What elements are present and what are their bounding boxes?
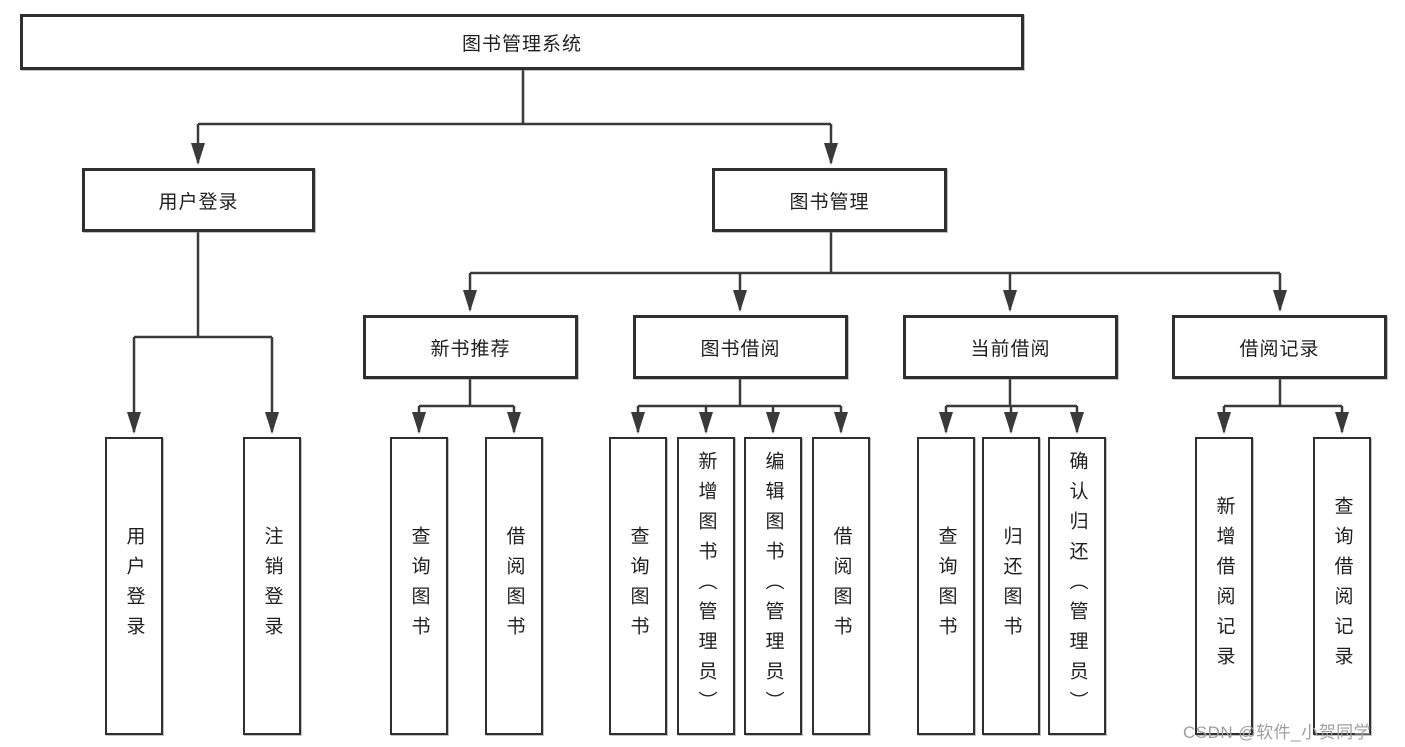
leaf-br-query-record-label: 查询借阅记录 xyxy=(1331,496,1353,676)
leaf-bb-query-books: 查询图书 xyxy=(609,437,667,735)
leaf-br-query-record: 查询借阅记录 xyxy=(1313,437,1371,735)
leaf-bb-query-books-label: 查询图书 xyxy=(627,526,649,646)
leaf-cb-confirm-return-admin: 确认归还（管理员） xyxy=(1048,437,1106,735)
connector-new-book-stem xyxy=(419,379,514,408)
connector-borrow-records-stem xyxy=(1224,379,1342,408)
connector-book-borrow-stem xyxy=(638,379,841,408)
connector-root-stem xyxy=(198,70,831,126)
leaf-bb-borrow-books-label: 借阅图书 xyxy=(830,526,852,646)
leaf-nb-query-books-label: 查询图书 xyxy=(408,526,430,646)
leaf-logout: 注销登录 xyxy=(243,437,301,735)
node-book-borrow-label: 图书借阅 xyxy=(700,338,781,360)
leaf-cb-confirm-return-admin-label: 确认归还（管理员） xyxy=(1066,451,1088,721)
node-book-management: 图书管理 xyxy=(712,168,947,232)
node-current-borrow-label: 当前借阅 xyxy=(970,338,1051,360)
node-current-borrow: 当前借阅 xyxy=(903,315,1118,379)
leaf-cb-query-books-label: 查询图书 xyxy=(935,526,957,646)
node-borrow-records: 借阅记录 xyxy=(1172,315,1387,379)
node-book-borrow: 图书借阅 xyxy=(633,315,848,379)
node-user-login-label: 用户登录 xyxy=(158,191,239,213)
leaf-bb-add-books-admin-label: 新增图书（管理员） xyxy=(695,451,717,721)
node-book-management-label: 图书管理 xyxy=(789,191,870,213)
node-borrow-records-label: 借阅记录 xyxy=(1239,338,1320,360)
leaf-cb-return-books-label: 归还图书 xyxy=(1000,526,1022,646)
csdn-watermark: CSDN @软件_小贺同学 xyxy=(1183,723,1372,742)
leaf-cb-query-books: 查询图书 xyxy=(917,437,975,735)
connector-current-borrow-stem xyxy=(946,379,1077,408)
leaf-nb-borrow-books: 借阅图书 xyxy=(485,437,543,735)
leaf-logout-label: 注销登录 xyxy=(261,526,283,646)
node-new-book-recommend-label: 新书推荐 xyxy=(430,338,511,360)
node-user-login: 用户登录 xyxy=(82,168,315,232)
leaf-bb-edit-books-admin: 编辑图书（管理员） xyxy=(744,437,802,735)
connector-user-login-stem xyxy=(134,232,272,339)
node-root-label: 图书管理系统 xyxy=(461,33,582,55)
leaf-user-login: 用户登录 xyxy=(105,437,163,735)
node-root: 图书管理系统 xyxy=(20,14,1024,70)
leaf-cb-return-books: 归还图书 xyxy=(982,437,1040,735)
leaf-bb-add-books-admin: 新增图书（管理员） xyxy=(677,437,735,735)
leaf-br-add-record-label: 新增借阅记录 xyxy=(1213,496,1235,676)
leaf-nb-borrow-books-label: 借阅图书 xyxy=(503,526,525,646)
leaf-nb-query-books: 查询图书 xyxy=(390,437,448,735)
connector-book-management-stem xyxy=(470,232,1280,275)
leaf-user-login-label: 用户登录 xyxy=(123,526,145,646)
node-new-book-recommend: 新书推荐 xyxy=(363,315,578,379)
leaf-bb-borrow-books: 借阅图书 xyxy=(812,437,870,735)
leaf-bb-edit-books-admin-label: 编辑图书（管理员） xyxy=(762,451,784,721)
leaf-br-add-record: 新增借阅记录 xyxy=(1195,437,1253,735)
